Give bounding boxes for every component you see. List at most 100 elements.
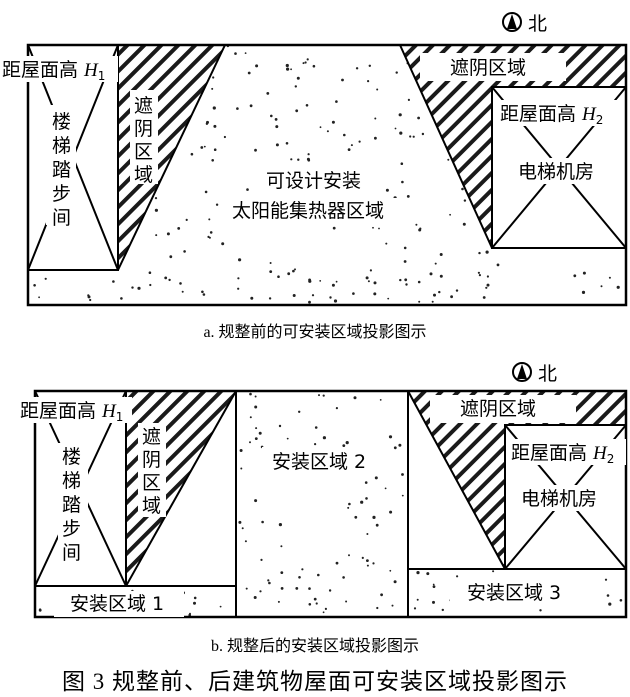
stipple-dot xyxy=(616,285,620,289)
stipple-dot xyxy=(304,61,307,64)
stipple-dot xyxy=(455,289,459,292)
stipple-dot xyxy=(449,213,451,216)
stipple-dot xyxy=(44,277,47,280)
stipple-dot xyxy=(393,446,397,450)
stipple-dot xyxy=(290,68,292,71)
svg-text:间: 间 xyxy=(62,542,81,564)
stipple-dot xyxy=(374,476,378,480)
stipple-dot xyxy=(298,410,301,413)
stipple-dot xyxy=(238,258,242,262)
stipple-dot xyxy=(415,223,418,226)
stipple-dot xyxy=(314,426,318,429)
svg-text:楼: 楼 xyxy=(52,111,71,133)
stipple-dot xyxy=(244,540,247,543)
stipple-dot xyxy=(331,120,335,124)
stipple-dot xyxy=(485,250,489,254)
stipple-dot xyxy=(450,295,453,299)
stipple-dot xyxy=(166,232,170,236)
stipple-dot xyxy=(308,603,312,606)
stipple-dot xyxy=(573,274,577,278)
stipple-dots xyxy=(38,392,623,617)
stipple-dot xyxy=(89,298,92,302)
stipple-dot xyxy=(352,292,355,295)
stipple-dot xyxy=(183,250,186,253)
figure-caption: 图 3 规整前、后建筑物屋面可安装区域投影图示 xyxy=(62,669,568,694)
stipple-dot xyxy=(333,299,338,303)
stipple-dot xyxy=(368,64,371,68)
stipple-dot xyxy=(286,67,290,71)
shade-boundary-left xyxy=(125,390,237,587)
stipple-dot xyxy=(405,283,408,286)
stipple-dot xyxy=(294,85,297,88)
center-label-line1: 可设计安装 xyxy=(266,170,361,192)
stipple-dot xyxy=(486,275,489,278)
stipple-dot xyxy=(456,575,459,578)
stipple-dot xyxy=(301,568,304,571)
stipple-dot xyxy=(255,64,259,68)
stipple-dot xyxy=(315,602,318,605)
stipple-dot xyxy=(608,276,611,279)
stipple-dot xyxy=(254,437,258,440)
stipple-dot xyxy=(332,226,336,230)
stipple-dot xyxy=(367,280,370,283)
stipple-dot xyxy=(277,275,280,279)
stipple-dot xyxy=(307,153,310,156)
stipple-dot xyxy=(201,290,204,294)
stipple-dot xyxy=(418,228,422,232)
stipple-dot xyxy=(329,296,332,299)
stipple-dot xyxy=(403,260,407,263)
stipple-dot xyxy=(319,280,322,282)
stipple-dot xyxy=(193,601,196,605)
stipple-dot xyxy=(169,255,173,259)
stipple-dot xyxy=(208,218,211,221)
svg-text:遮: 遮 xyxy=(134,95,153,117)
svg-text:阴: 阴 xyxy=(134,118,153,140)
stipple-dot xyxy=(317,573,320,577)
stipple-dot xyxy=(205,122,209,126)
stipple-dot xyxy=(353,396,357,400)
stipple-dot xyxy=(322,394,325,397)
stipple-dot xyxy=(416,571,420,575)
stipple-dot xyxy=(270,114,273,118)
stipple-dot xyxy=(391,604,394,607)
stipple-dot xyxy=(343,133,346,137)
stipple-dot xyxy=(203,145,206,148)
stipple-dot xyxy=(379,399,382,401)
stipple-dot xyxy=(181,290,184,293)
stipple-dot xyxy=(421,132,425,136)
stipple-dot xyxy=(308,300,311,304)
stipple-dot xyxy=(179,282,182,285)
stipple-dot xyxy=(237,277,240,280)
stipple-dot xyxy=(148,271,152,275)
stipple-dot xyxy=(412,135,415,138)
stipple-dot xyxy=(365,497,368,500)
stipple-dot xyxy=(313,597,317,601)
stipple-dot xyxy=(373,281,377,285)
stipple-dot xyxy=(253,596,257,599)
stipple-dot xyxy=(606,594,610,597)
stipple-dot xyxy=(409,135,412,138)
figure-a-diagram: 北 距屋面高 H1 楼 梯 踏 步 间 遮 阴 区 域 遮阴区域 可设计安装 xyxy=(0,12,628,307)
stipple-dot xyxy=(324,607,327,610)
stipple-dot xyxy=(360,500,364,504)
stipple-dot xyxy=(394,127,397,130)
stipple-dot xyxy=(401,180,404,184)
svg-text:步: 步 xyxy=(62,518,81,540)
stipple-dot xyxy=(223,135,226,139)
stipple-dot xyxy=(38,296,40,299)
stipple-dot xyxy=(274,118,278,121)
figure-b-diagram: 北 距屋面高 H1 楼 梯 踏 步 间 遮 阴 区 域 遮阴区域 安装区域 2 … xyxy=(0,362,628,619)
zone2-label: 安装区域 2 xyxy=(272,451,366,473)
stipple-dot xyxy=(482,296,486,299)
stipple-dot xyxy=(312,64,316,68)
stipple-dot xyxy=(486,283,490,287)
svg-text:域: 域 xyxy=(142,495,161,517)
stipple-dot xyxy=(375,523,379,527)
stipple-dot xyxy=(388,435,393,439)
stipple-dot xyxy=(403,246,407,250)
stipple-dot xyxy=(429,272,433,276)
stipple-dot xyxy=(185,218,188,221)
stipple-dot xyxy=(432,600,435,604)
shade-boundary-right xyxy=(407,390,506,570)
stipple-dot xyxy=(240,467,243,470)
